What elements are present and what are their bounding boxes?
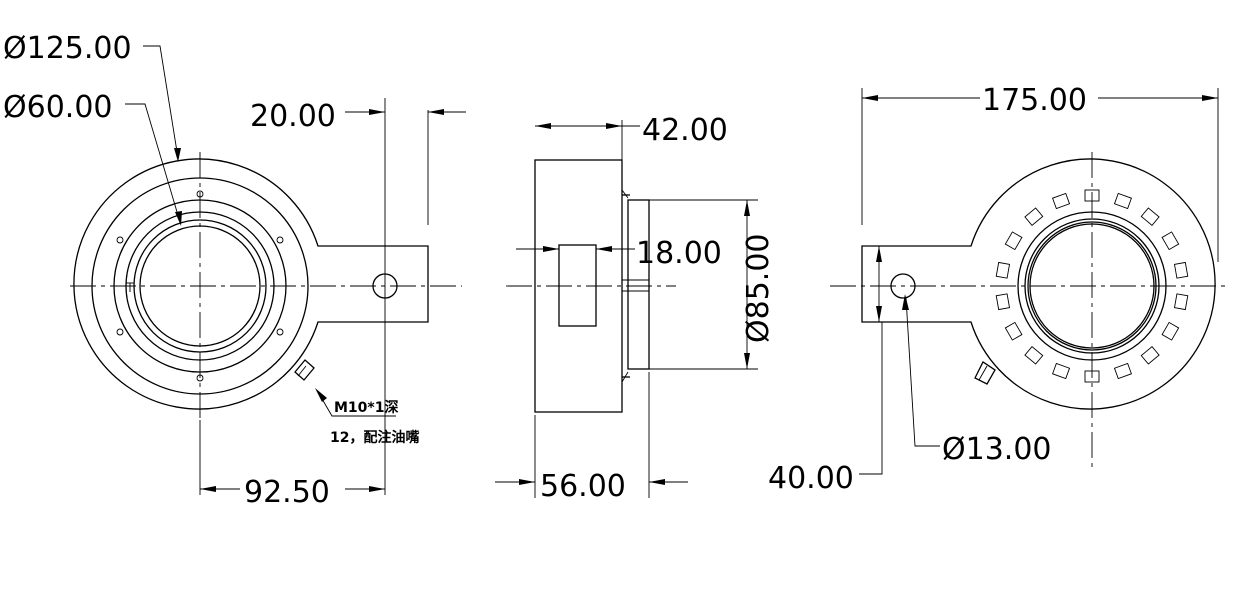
hole-diameter-label: Ø13.00	[942, 432, 1052, 467]
tab-height-label: 40.00	[768, 461, 854, 496]
grease-note-line2: 12，配注油嘴	[330, 429, 419, 446]
outer-diameter-label: Ø125.00	[3, 31, 132, 66]
grease-note-line1: M10*1深	[334, 399, 398, 416]
top-depth-label: 42.00	[642, 113, 728, 148]
overall-length-label: 175.00	[982, 83, 1087, 118]
total-depth-label: 56.00	[540, 469, 626, 504]
inner-diameter-label: Ø60.00	[3, 90, 113, 125]
front-view: Ø125.00 Ø60.00 20.00 92.50 M10*1深 12，配注油…	[3, 31, 466, 510]
center-to-tab-label: 92.50	[244, 475, 330, 510]
pilot-depth-label: 18.00	[636, 236, 722, 271]
pilot-diameter-label: Ø85.00	[741, 234, 776, 344]
back-view: 175.00 40.00 Ø13.00	[768, 83, 1228, 496]
side-view: 42.00 18.00 56.00 Ø85.00	[495, 113, 776, 504]
tab-width-label: 20.00	[250, 99, 336, 134]
